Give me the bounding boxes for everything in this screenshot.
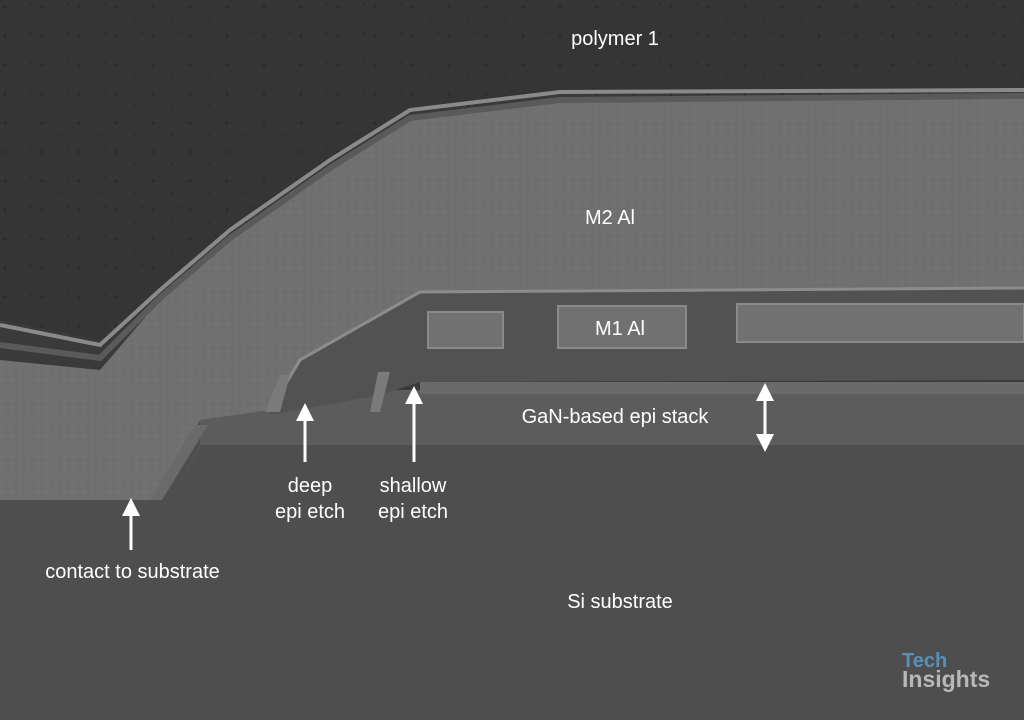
label-deep-epi-etch: deep epi etch bbox=[255, 473, 365, 525]
logo-line1: Tech bbox=[902, 650, 948, 672]
label-m2-al: M2 Al bbox=[584, 207, 636, 229]
label-shallow-line1: shallow bbox=[379, 475, 447, 497]
label-epi-stack: GaN-based epi stack bbox=[521, 406, 709, 428]
label-polymer: polymer 1 bbox=[571, 28, 659, 50]
label-si-substrate: Si substrate bbox=[567, 591, 673, 613]
logo-line2: Insights bbox=[902, 666, 991, 692]
m1-al-pad-center bbox=[557, 305, 687, 349]
label-shallow-line2: epi etch bbox=[377, 501, 449, 523]
label-contact-to-substrate: contact to substrate bbox=[45, 561, 220, 583]
label-m1-al: M1 Al bbox=[594, 318, 646, 340]
label-deep-line1: deep bbox=[287, 475, 333, 497]
m1-al-pad-left bbox=[427, 311, 504, 349]
techinsights-logo: Tech Insights bbox=[902, 650, 991, 692]
label-deep-line2: epi etch bbox=[274, 501, 346, 523]
m1-al-pad-right bbox=[736, 303, 1024, 343]
label-shallow-epi-etch: shallow epi etch bbox=[358, 473, 468, 525]
m2-al-region bbox=[0, 96, 1024, 500]
